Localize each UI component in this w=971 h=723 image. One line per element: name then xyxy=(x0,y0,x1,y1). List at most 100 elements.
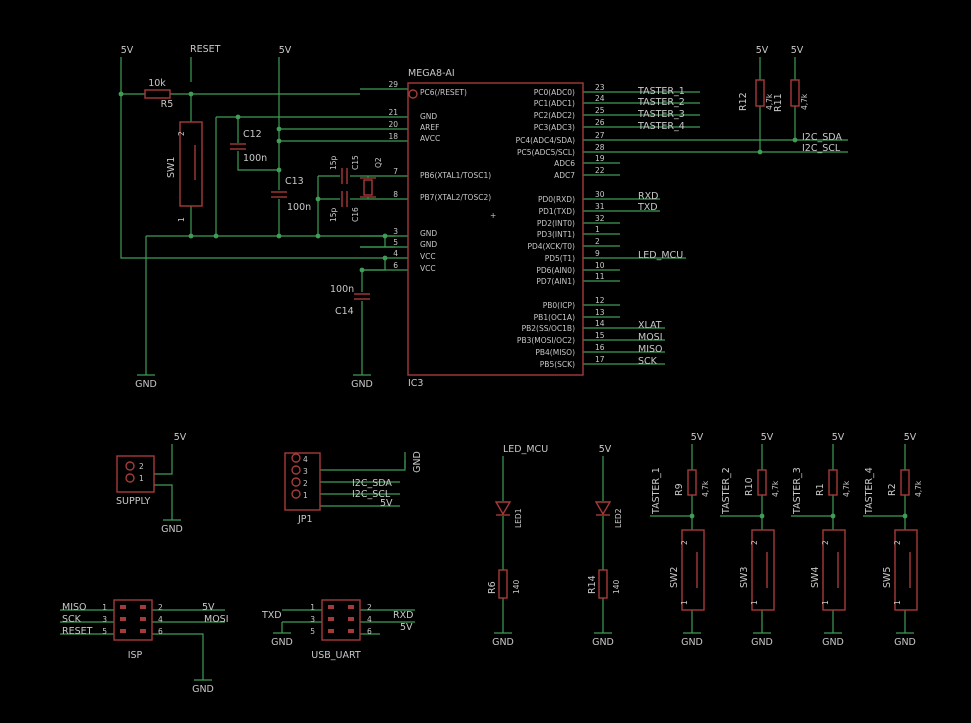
vcc-label: 5V xyxy=(121,45,134,56)
ic-pin-name: PC6(/RESET) xyxy=(420,88,467,97)
net-txd: TXD xyxy=(637,202,658,213)
isp-sck: SCK xyxy=(62,614,82,625)
jp1-pin xyxy=(291,453,301,463)
net-miso: MISO xyxy=(638,344,663,355)
button-body xyxy=(822,529,846,611)
ic-pin-name: PB6(XTAL1/TOSC1) xyxy=(420,171,491,180)
ic-pin-name: PD4(XCK/T0) xyxy=(527,242,575,251)
labels: MEGA8-AIIC3PC6(/RESET)29GND21AREF20AVCC1… xyxy=(62,44,923,695)
button-net: TASTER_3 xyxy=(792,467,803,515)
isp-ref: ISP xyxy=(128,650,143,661)
supply-pin1: 1 xyxy=(139,474,144,483)
usb-pin5: 5 xyxy=(310,627,315,636)
jp1-pin4: 4 xyxy=(303,455,308,464)
button-pin2: 2 xyxy=(821,540,830,545)
led1-body xyxy=(494,501,512,516)
c13-ref: C13 xyxy=(285,176,304,187)
ic-ref: IC3 xyxy=(408,378,423,389)
ic-pin-name: GND xyxy=(420,229,437,238)
ic-pin-name: PC3(ADC3) xyxy=(534,123,575,132)
c14-val: 100n xyxy=(330,284,354,295)
resistor-body xyxy=(687,469,697,496)
ic-pin-num: 21 xyxy=(388,108,398,117)
ic-pin-name: GND xyxy=(420,112,437,121)
button-pin1: 1 xyxy=(821,600,830,605)
ic-pin-name: PC4(ADC4/SDA) xyxy=(516,136,575,145)
resistor-body xyxy=(755,79,765,107)
c16-val: 15p xyxy=(329,207,338,222)
junction xyxy=(188,233,194,239)
ic-pin-name: VCC xyxy=(420,252,436,261)
sw1-ref: SW1 xyxy=(166,157,177,178)
button-sw-ref: SW4 xyxy=(810,567,821,588)
ic-pin-num: 16 xyxy=(595,343,605,352)
net-sda: I2C_SDA xyxy=(802,132,842,143)
net-mosi: MOSI xyxy=(638,332,663,343)
usb-pin2: 2 xyxy=(367,603,372,612)
resistor-body xyxy=(828,469,838,496)
resistor-body xyxy=(900,469,910,496)
ic-pin-num: 1 xyxy=(595,225,600,234)
jp1-5v: 5V xyxy=(380,498,393,509)
vcc-label: 5V xyxy=(904,432,917,443)
gnd-label: GND xyxy=(161,524,183,535)
net-sck: SCK xyxy=(638,356,658,367)
button-r-val: 4,7k xyxy=(842,480,851,497)
button-net: TASTER_1 xyxy=(651,467,662,515)
button-r-ref: R10 xyxy=(744,477,755,496)
gnd-label: GND xyxy=(592,637,614,648)
supply-pin xyxy=(125,461,135,471)
c15-ref: C15 xyxy=(351,155,360,170)
button-r-ref: R2 xyxy=(887,483,898,496)
junction xyxy=(382,255,388,261)
button-net: TASTER_4 xyxy=(864,467,875,515)
isp-pin4: 4 xyxy=(158,615,163,624)
gnd-label: GND xyxy=(681,637,703,648)
r11-ref: R11 xyxy=(773,93,784,112)
ic-pin-num: 13 xyxy=(595,308,605,317)
junction xyxy=(359,267,365,273)
ic-pin-name: PD6(AIN0) xyxy=(536,266,575,275)
ic-pin-name: PD3(INT1) xyxy=(537,230,575,239)
c16-ref: C16 xyxy=(351,207,360,222)
ic-pin-name: PD1(TXD) xyxy=(539,207,575,216)
ic-pin-name: PB4(MISO) xyxy=(535,348,575,357)
jp1-pin xyxy=(291,477,301,487)
isp-miso: MISO xyxy=(62,602,87,613)
jp1-body xyxy=(284,452,321,511)
junction xyxy=(213,233,219,239)
isp-mosi: MOSI xyxy=(204,614,229,625)
isp-pin xyxy=(120,617,126,621)
net-t4: TASTER_4 xyxy=(637,121,685,132)
wire xyxy=(237,151,279,171)
ic-pin-name: GND xyxy=(420,240,437,249)
net-rxd: RXD xyxy=(638,191,658,202)
c12-val: 100n xyxy=(243,153,267,164)
wire xyxy=(154,444,173,475)
ic-pin-name: PB5(SCK) xyxy=(540,360,575,369)
ic-pin-num: 8 xyxy=(393,190,398,199)
ic-pin-num: 11 xyxy=(595,272,605,281)
button-pin1: 1 xyxy=(750,600,759,605)
gnd-label: GND xyxy=(412,451,423,473)
ic-pin-name: PB1(OC1A) xyxy=(534,313,575,322)
junction xyxy=(315,233,321,239)
isp-reset: RESET xyxy=(62,626,93,637)
isp-pin xyxy=(140,617,146,621)
gnd-label: GND xyxy=(192,684,214,695)
ic-pin-name: PD5(T1) xyxy=(545,254,575,263)
led1-net: LED_MCU xyxy=(503,444,548,455)
ic-body xyxy=(407,82,584,376)
gnd-label: GND xyxy=(822,637,844,648)
junction xyxy=(276,167,282,173)
ic-pin-num: 25 xyxy=(595,106,605,115)
ic-pin-num: 19 xyxy=(595,154,605,163)
vcc-label: 5V xyxy=(756,45,769,56)
isp-pin1: 1 xyxy=(102,603,107,612)
ic-pin-name: PD2(INT0) xyxy=(537,219,575,228)
ic-value: MEGA8-AI xyxy=(408,68,455,79)
button-r-ref: R9 xyxy=(674,483,685,496)
ic-pin-name: ADC6 xyxy=(554,159,575,168)
gnd-label: GND xyxy=(751,637,773,648)
r14-val: 140 xyxy=(612,579,621,594)
